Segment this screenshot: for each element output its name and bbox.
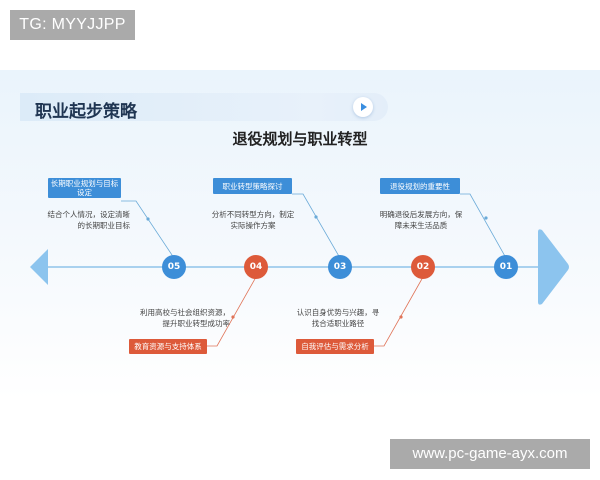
node-05-number: 05 [167, 262, 181, 272]
connector-04 [207, 276, 257, 347]
desc-line: 明确退役后发展方向，保 [379, 210, 463, 219]
desc-line: 认识自身优势与兴趣，寻 [296, 308, 380, 317]
node-02 [411, 255, 435, 279]
node-01-number: 01 [499, 262, 513, 272]
label-retirement-importance: 退役规划的重要性 [380, 178, 460, 194]
page-title: 退役规划与职业转型 [232, 130, 368, 148]
node-03-number: 03 [333, 262, 347, 272]
label-self-assessment: 自我评估与需求分析 [296, 339, 374, 354]
arrow-right-icon [538, 229, 569, 305]
connector-01 [460, 193, 507, 259]
desc-long-term-planning: 结合个人情况，设定清晰 的长期职业目标 [30, 209, 131, 231]
desc-line: 提升职业转型成功率 [162, 319, 231, 328]
label-long-term-planning: 长期职业规划与目标设定 [48, 178, 121, 198]
channel-tag: TG: MYYJJPP [10, 10, 135, 40]
node-01 [494, 255, 518, 279]
arrow-left-icon [30, 249, 48, 285]
desc-line: 找合适职业路径 [311, 319, 365, 328]
node-05 [162, 255, 186, 279]
desc-retirement-importance: 明确退役后发展方向，保 障未来生活品质 [366, 209, 476, 231]
node-03 [328, 255, 352, 279]
desc-line: 利用高校与社会组织资源， [140, 308, 230, 317]
node-04 [244, 255, 268, 279]
node-04-number: 04 [249, 262, 263, 272]
label-transition-strategy: 职业转型策略探讨 [213, 178, 292, 194]
desc-line: 结合个人情况，设定清晰 [47, 210, 131, 219]
node-02-number: 02 [416, 262, 430, 272]
desc-line: 的长期职业目标 [77, 221, 131, 230]
play-icon[interactable] [353, 97, 373, 117]
desc-education-resources: 利用高校与社会组织资源， 提升职业转型成功率 [100, 307, 230, 329]
site-watermark: www.pc-game-ayx.com [390, 439, 590, 469]
connector-02 [374, 276, 424, 347]
desc-transition-strategy: 分析不同转型方向，制定 实际操作方案 [198, 209, 308, 231]
label-education-resources: 教育资源与支持体系 [129, 339, 207, 354]
desc-line: 实际操作方案 [230, 221, 276, 230]
connector-03 [292, 193, 341, 259]
section-title-band [20, 93, 388, 121]
connector-05 [121, 200, 175, 259]
desc-line: 分析不同转型方向，制定 [211, 210, 295, 219]
section-title: 职业起步策略 [35, 102, 137, 122]
desc-self-assessment: 认识自身优势与兴趣，寻 找合适职业路径 [283, 307, 393, 329]
desc-line: 障未来生活品质 [394, 221, 448, 230]
